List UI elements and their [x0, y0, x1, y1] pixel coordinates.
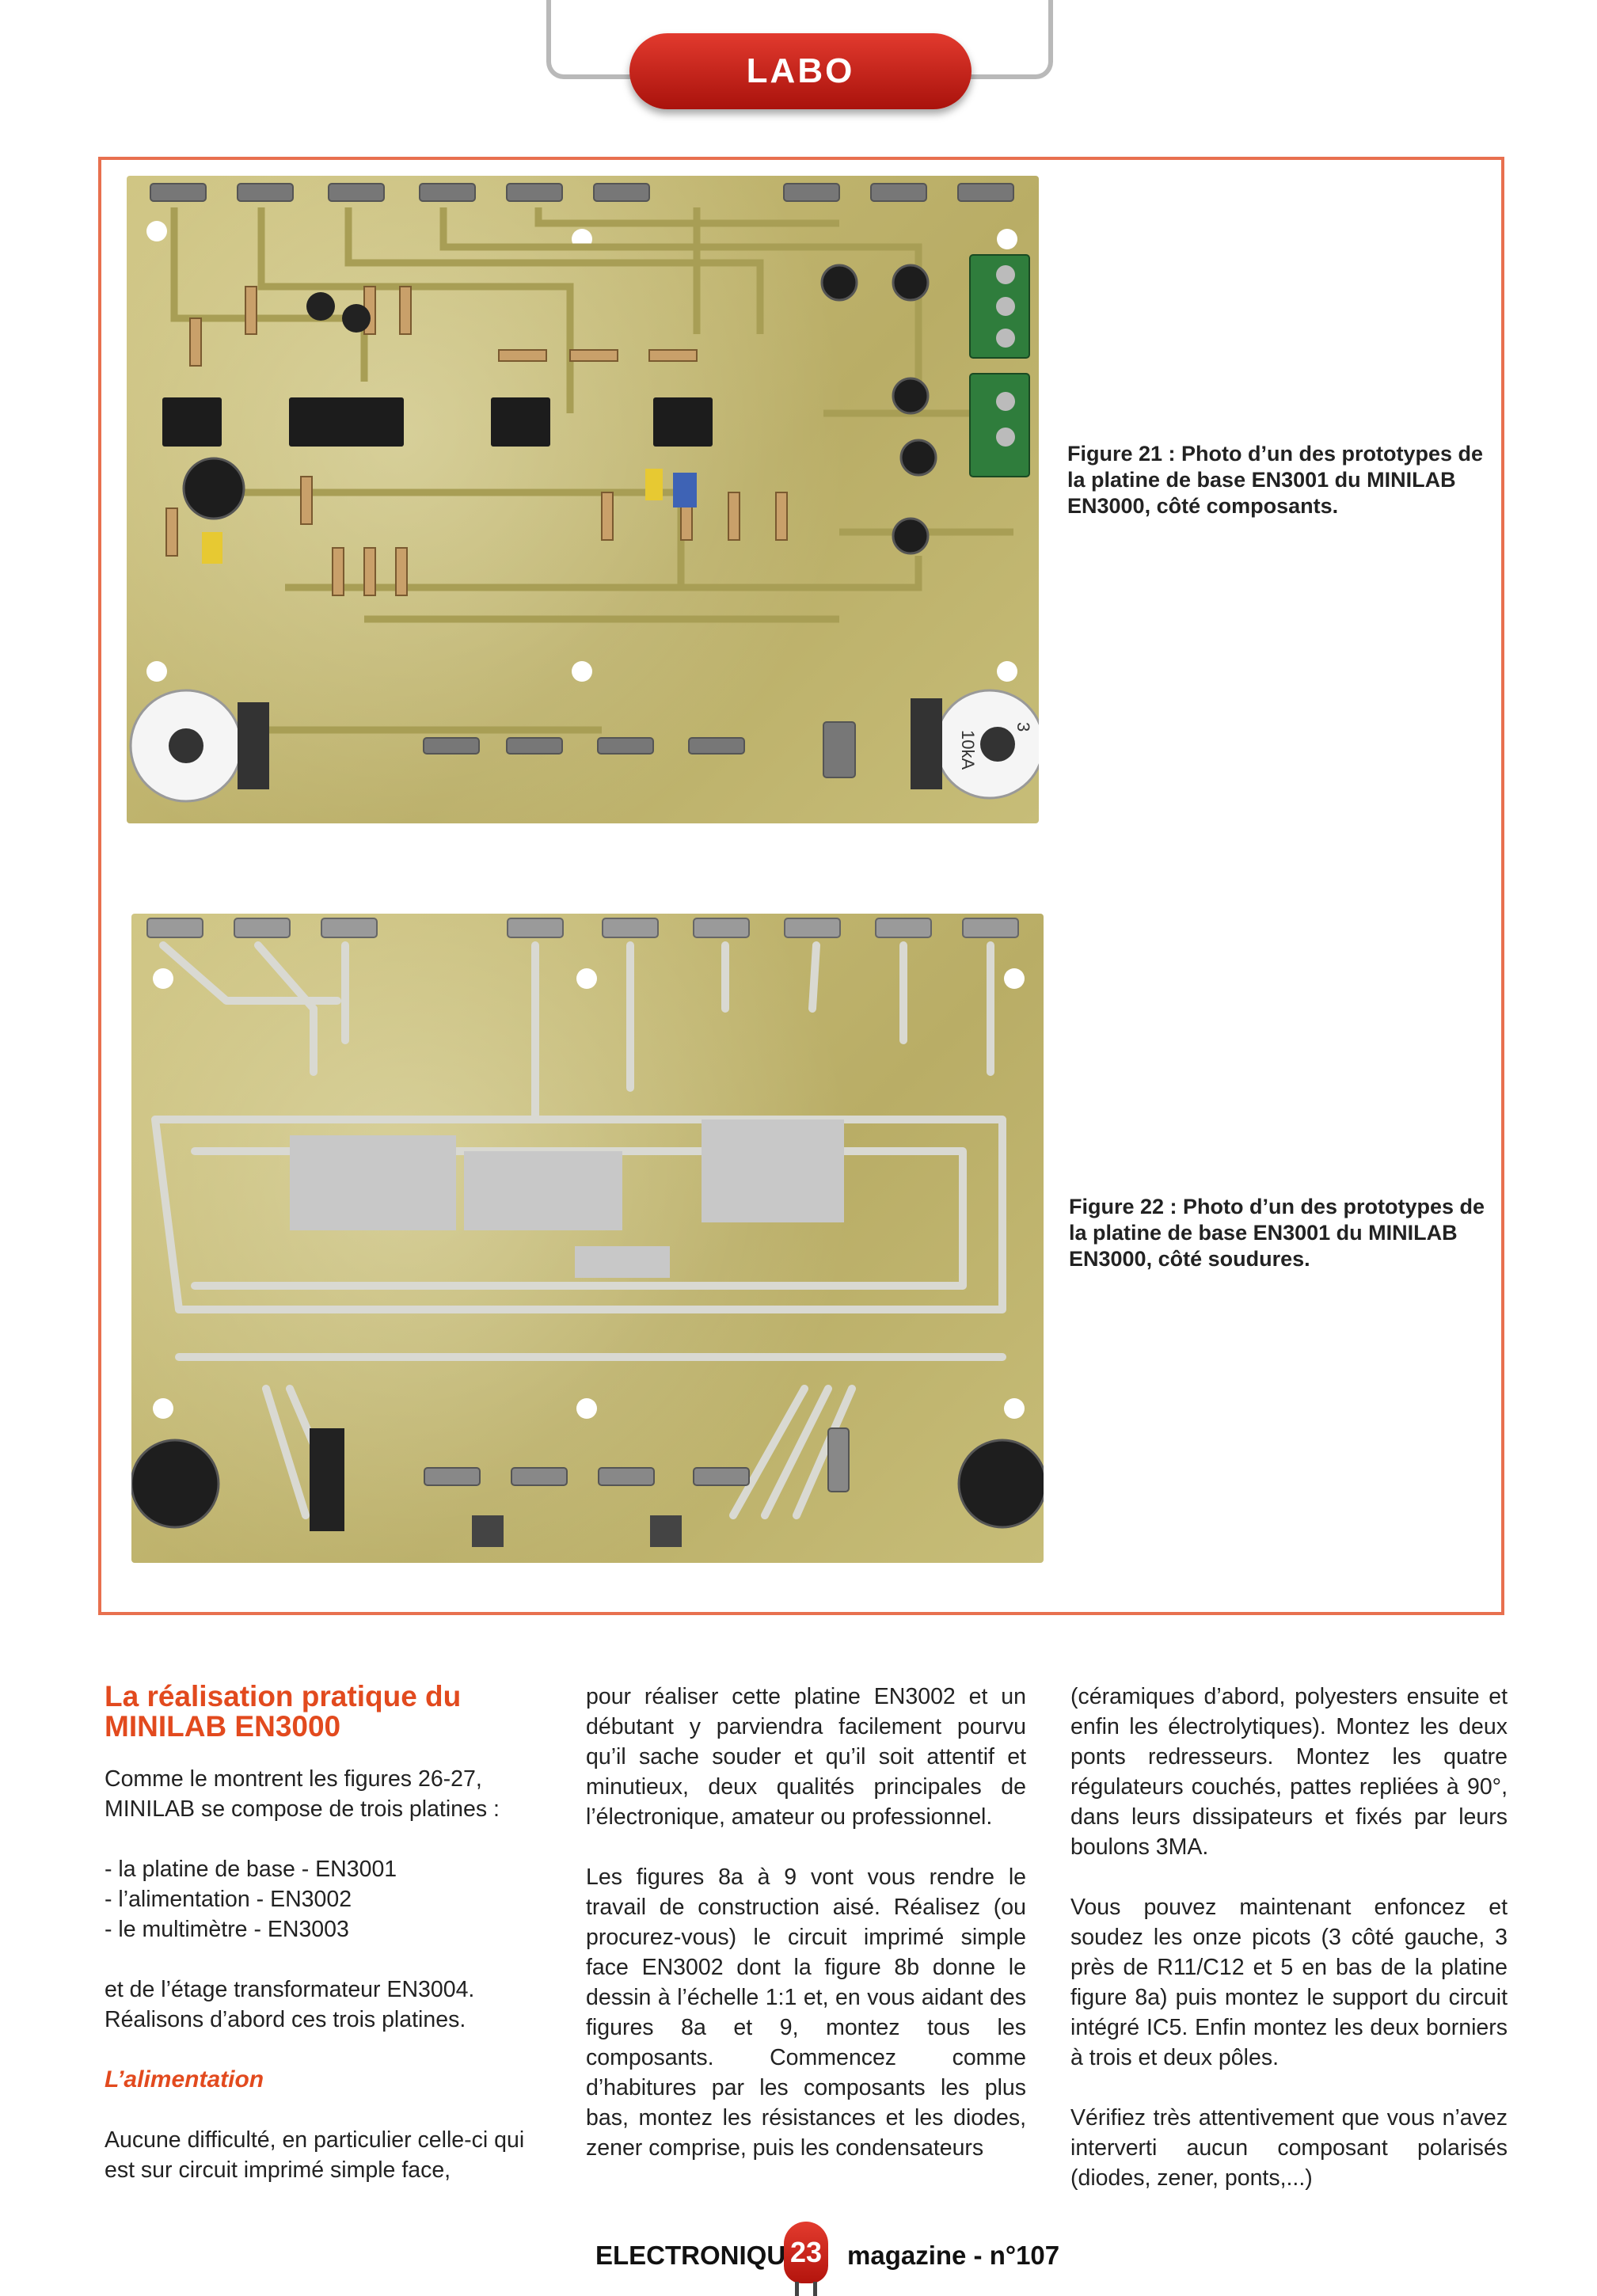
list-item: - l’alimentation - EN3002: [105, 1887, 352, 1912]
article-column-2: pour réaliser cette platine EN3002 et un…: [586, 1682, 1026, 2193]
paragraph: Comme le montrent les figures 26-27, MIN…: [105, 1766, 500, 1822]
potentiometer-number: 3: [1013, 722, 1033, 732]
pcb-photo-solder-side: [131, 914, 1044, 1563]
list-item: - le multimètre - EN3003: [105, 1917, 349, 1942]
article-title: La réalisation pratique du MINILAB EN300…: [105, 1680, 462, 1743]
magazine-name-right: magazine - n°107: [847, 2241, 1060, 2270]
platine-list: - la platine de base - EN3001 - l’alimen…: [105, 1854, 538, 1944]
figure-22-caption: Figure 22 : Photo d’un des prototypes de…: [1069, 1195, 1485, 1271]
article-column-3: (céramiques d’abord, polyesters ensuite …: [1070, 1682, 1508, 2223]
paragraph: Aucune difficulté, en particulier celle-…: [105, 2127, 525, 2183]
pcb-components-drawing: 10kA 3: [129, 183, 1039, 803]
page-number: 23: [784, 2222, 828, 2283]
article-column-1: La réalisation pratique du MINILAB EN300…: [105, 1682, 538, 2215]
pcb-solder-drawing: [131, 918, 1044, 1547]
paragraph: Vérifiez très attentivement que vous n’a…: [1070, 2105, 1508, 2191]
subsection-title: L’alimentation: [105, 2066, 264, 2093]
list-item: - la platine de base - EN3001: [105, 1857, 397, 1882]
paragraph: pour réaliser cette platine EN3002 et un…: [586, 1684, 1026, 1830]
page-badge-legs: [795, 2282, 817, 2296]
section-label: LABO: [629, 33, 972, 109]
page-footer: ELECTRONIQUE 23 magazine - n°107: [0, 2217, 1597, 2296]
paragraph: et de l’étage transformateur EN3004. Réa…: [105, 1977, 475, 2032]
paragraph: Vous pouvez maintenant enfoncez et soude…: [1070, 1895, 1508, 2070]
figure-frame: [98, 157, 1504, 1615]
figure-21-caption: Figure 21 : Photo d’un des prototypes de…: [1067, 442, 1484, 518]
potentiometer-label: 10kA: [958, 730, 978, 770]
magazine-name-left: ELECTRONIQUE: [595, 2241, 804, 2270]
pcb-photo-components-side: 10kA 3: [127, 176, 1039, 823]
paragraph: (céramiques d’abord, polyesters ensuite …: [1070, 1684, 1508, 1860]
paragraph: Les figures 8a à 9 vont vous rendre le t…: [586, 1865, 1026, 2161]
